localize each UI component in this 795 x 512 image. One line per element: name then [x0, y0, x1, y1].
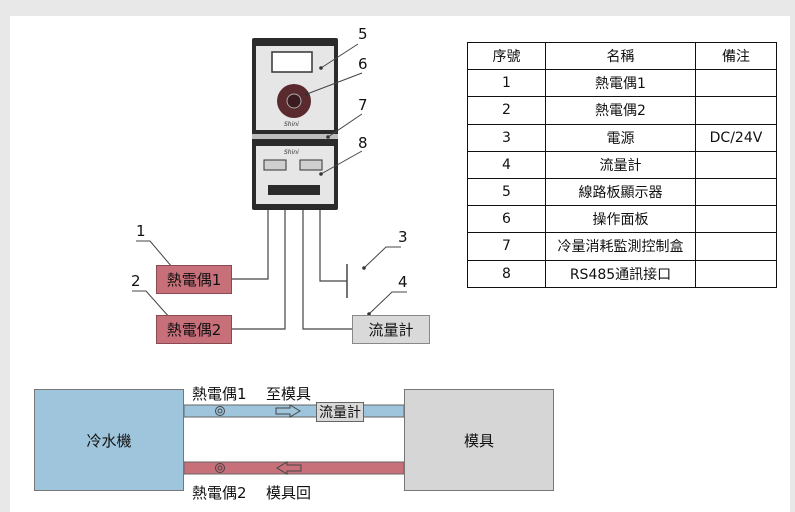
callout-number-1: 1	[136, 222, 146, 240]
cable-thermocouple-1	[232, 210, 269, 280]
table-cell: 8	[467, 259, 546, 288]
table-cell: 熱電偶2	[545, 96, 696, 125]
rs485-port-1	[263, 159, 287, 171]
table-header-row: 序號 名稱 備注	[467, 41, 777, 71]
table-cell: 冷量消耗監測控制盒	[545, 232, 696, 261]
table-cell: 2	[467, 96, 546, 125]
leader-4	[368, 291, 407, 315]
cables	[232, 210, 352, 330]
table-cell	[695, 150, 777, 179]
callout-number-3: 3	[398, 228, 408, 246]
header-index: 序號	[467, 41, 546, 71]
table-cell: 4	[467, 150, 546, 179]
leader-3	[363, 246, 401, 269]
bottom-logo-plate	[268, 185, 320, 195]
callout-number-7: 7	[358, 96, 368, 114]
pipe-symbols	[215, 404, 302, 475]
table-cell: 1	[467, 69, 546, 98]
cable-thermocouple-2	[232, 210, 286, 330]
callout-number-5: 5	[358, 25, 368, 43]
return-pipe	[183, 461, 405, 475]
callout-number-6: 6	[358, 55, 368, 73]
box-divider	[252, 134, 338, 139]
table-cell	[695, 259, 777, 288]
table-cell: DC/24V	[695, 123, 777, 152]
table-cell: 線路板顯示器	[545, 177, 696, 207]
table-cell: 熱電偶1	[545, 69, 696, 98]
leader-6	[306, 72, 363, 95]
table-cell: RS485通訊接口	[545, 259, 696, 288]
rs485-port-2	[299, 159, 323, 171]
table-cell: 3	[467, 123, 546, 152]
header-name: 名稱	[545, 41, 696, 71]
return-direction-label: 模具回	[266, 484, 312, 502]
arrow-to-mold	[275, 404, 301, 418]
controller-box: Shini Shini	[252, 38, 338, 210]
table-cell: 電源	[545, 123, 696, 152]
brand-mark-top: Shini	[284, 121, 299, 128]
leader-7	[327, 113, 363, 138]
thermocouple-symbol-return	[215, 463, 225, 473]
header-remark: 備注	[695, 41, 777, 71]
thermocouple-symbol-supply	[215, 406, 225, 416]
leader-1	[136, 240, 173, 268]
table-cell	[695, 177, 777, 207]
brand-mark-bottom: Shini	[284, 149, 299, 156]
table-cell: 6	[467, 205, 546, 234]
dial-center	[286, 93, 302, 109]
cable-flowmeter	[302, 210, 352, 330]
thermocouple-2-box: 熱電偶2	[156, 315, 232, 344]
mold-box: 模具	[404, 389, 554, 491]
table-cell: 流量計	[545, 150, 696, 179]
arrow-from-mold	[276, 461, 302, 475]
table-cell	[695, 69, 777, 98]
supply-thermocouple-label: 熱電偶1	[192, 385, 247, 403]
callout-number-2: 2	[131, 272, 141, 290]
flowmeter-inline-box: 流量計	[316, 402, 364, 422]
callout-number-8: 8	[358, 134, 368, 152]
supply-direction-label: 至模具	[266, 385, 312, 403]
leader-2	[132, 290, 171, 319]
table-cell: 操作面板	[545, 205, 696, 234]
flowmeter-box: 流量計	[352, 315, 430, 344]
leader-5	[320, 43, 359, 69]
table-cell	[695, 205, 777, 234]
cable-power	[319, 210, 347, 282]
return-thermocouple-label: 熱電偶2	[192, 484, 247, 502]
table-cell	[695, 232, 777, 261]
table-cell: 7	[467, 232, 546, 261]
leader-8	[320, 150, 363, 175]
supply-pipe	[183, 404, 405, 418]
callout-number-4: 4	[398, 273, 408, 291]
lcd-screen	[271, 51, 313, 73]
thermocouple-1-box: 熱電偶1	[156, 265, 232, 294]
table-cell: 5	[467, 177, 546, 207]
table-cell	[695, 96, 777, 125]
chiller-box: 冷水機	[34, 389, 184, 491]
callout-leaders	[132, 43, 407, 319]
